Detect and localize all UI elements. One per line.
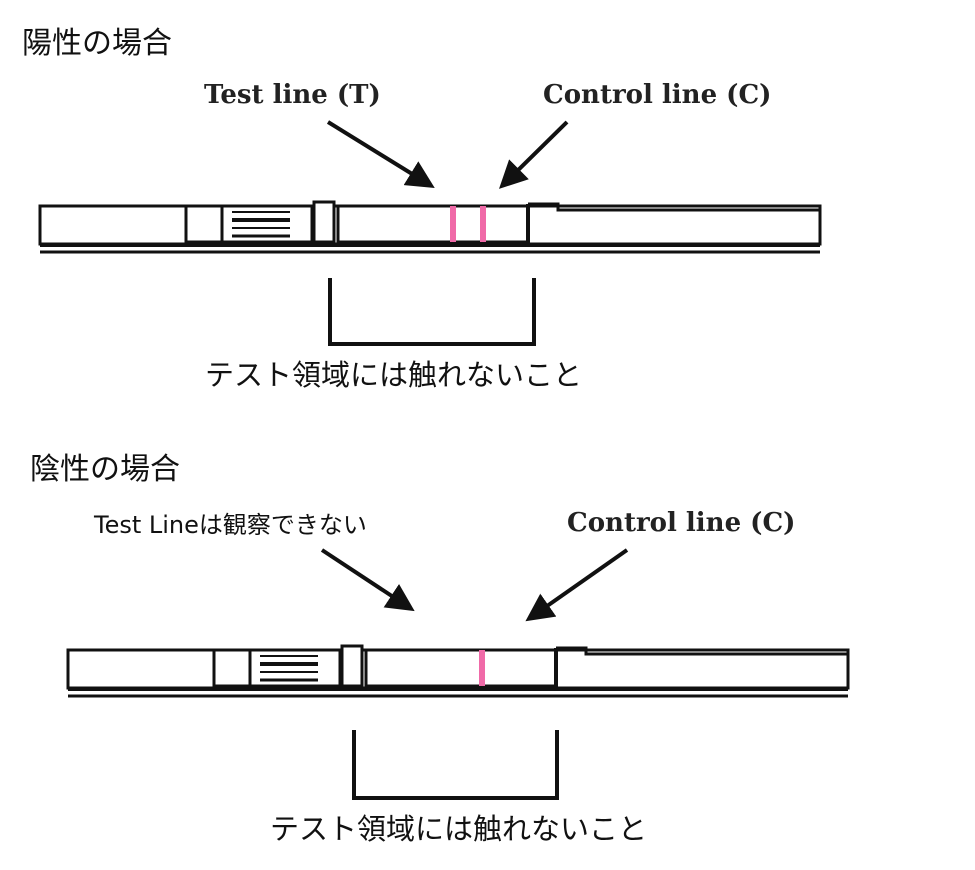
negative-test-arrow [320,548,415,612]
negative-test-area-bracket [352,730,559,800]
negative-heading: 陰性の場合 [30,452,180,487]
positive-control-line-label: Control line (C) [543,80,772,110]
negative-c-line [479,650,485,686]
positive-strip-diagram [38,120,822,346]
positive-c-line [480,206,486,242]
positive-control-arrow [499,120,569,189]
negative-strip-diagram [66,548,850,800]
negative-control-arrow [525,548,629,622]
negative-control-line-label: Control line (C) [567,508,796,538]
positive-test-arrow [326,120,435,188]
negative-note: テスト領域には触れないこと [270,812,648,846]
positive-test-area-bracket [328,278,536,346]
positive-test-strip [38,200,822,254]
negative-test-line-label: Test Lineは観察できない [94,511,367,539]
negative-test-strip [66,644,850,698]
positive-heading: 陽性の場合 [22,26,172,61]
positive-t-line [450,206,456,242]
positive-test-line-label: Test line (T) [204,80,381,110]
positive-note: テスト領域には触れないこと [205,358,583,392]
